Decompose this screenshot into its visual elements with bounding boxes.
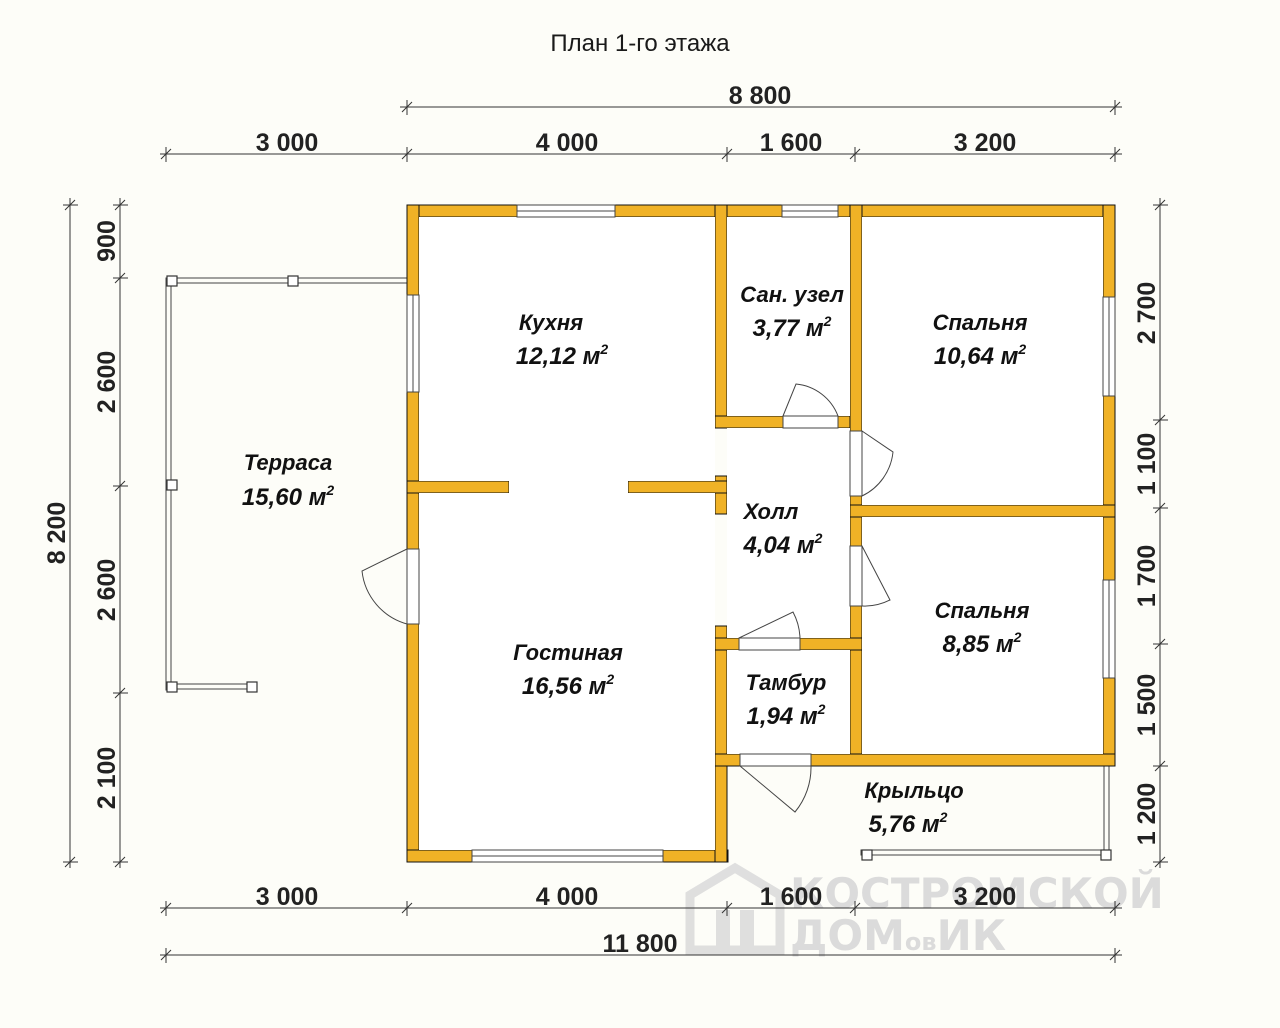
room-name-bathroom: Сан. узел [740, 282, 844, 307]
room-name-porch: Крыльцо [864, 778, 963, 803]
watermark-line2: ДОМовИК [790, 911, 1006, 960]
dim-bottom-vestibule: 1 600 [760, 883, 823, 911]
room-floors [419, 217, 1103, 850]
dim-right-1: 2 700 [1133, 282, 1161, 345]
room-labels: Терраса 15,60 м2 Кухня 12,12 м2 Сан. узе… [242, 282, 1030, 838]
room-area-bathroom: 3,77 м2 [753, 313, 832, 342]
dim-left-3: 2 600 [93, 559, 121, 622]
plan-title: План 1-го этажа [550, 30, 730, 57]
dim-top-total: 8 800 [729, 82, 792, 110]
dim-top-bath: 1 600 [760, 129, 823, 157]
dim-bottom-living: 4 000 [536, 883, 599, 911]
dim-top-kitchen: 4 000 [536, 129, 599, 157]
watermark-line1: КОСТРОМСКОЙ [790, 868, 1164, 918]
dim-right-2: 1 100 [1133, 433, 1161, 496]
dim-bottom-terrace: 3 000 [256, 883, 319, 911]
watermark-logo: КОСТРОМСКОЙ ДОМовИК [685, 862, 1164, 960]
doors [361, 383, 894, 813]
dimension-lines [63, 100, 1168, 963]
room-area-porch: 5,76 м2 [869, 809, 948, 838]
room-area-kitchen: 12,12 м2 [516, 341, 608, 370]
dim-top-bedroom: 3 200 [954, 129, 1017, 157]
dim-bottom-porch: 3 200 [954, 883, 1017, 911]
room-name-living: Гостиная [513, 640, 623, 665]
room-name-bedroom-1: Спальня [933, 310, 1028, 335]
room-name-vestibule: Тамбур [746, 670, 827, 695]
dim-bottom-total: 11 800 [602, 930, 677, 958]
railing-posts [166, 275, 1112, 861]
dim-right-3: 1 700 [1133, 545, 1161, 608]
room-name-hall: Холл [742, 499, 799, 524]
room-name-terrace: Терраса [244, 450, 332, 475]
dim-left-2: 2 600 [93, 351, 121, 414]
room-area-hall: 4,04 м2 [743, 530, 823, 559]
dim-left-1: 900 [93, 220, 121, 262]
room-area-vestibule: 1,94 м2 [747, 701, 826, 730]
dim-left-total: 8 200 [43, 502, 71, 565]
room-name-bedroom-2: Спальня [935, 598, 1030, 623]
dim-left-4: 2 100 [93, 747, 121, 810]
room-area-living: 16,56 м2 [522, 671, 614, 700]
dim-right-4: 1 500 [1133, 674, 1161, 737]
dim-right-5: 1 200 [1133, 783, 1161, 846]
dim-top-terrace: 3 000 [256, 129, 319, 157]
room-area-bedroom-1: 10,64 м2 [934, 341, 1026, 370]
room-name-kitchen: Кухня [519, 310, 583, 335]
room-area-bedroom-2: 8,85 м2 [943, 629, 1022, 658]
walls [406, 204, 1116, 863]
room-area-terrace: 15,60 м2 [242, 482, 334, 511]
windows [406, 204, 1116, 863]
